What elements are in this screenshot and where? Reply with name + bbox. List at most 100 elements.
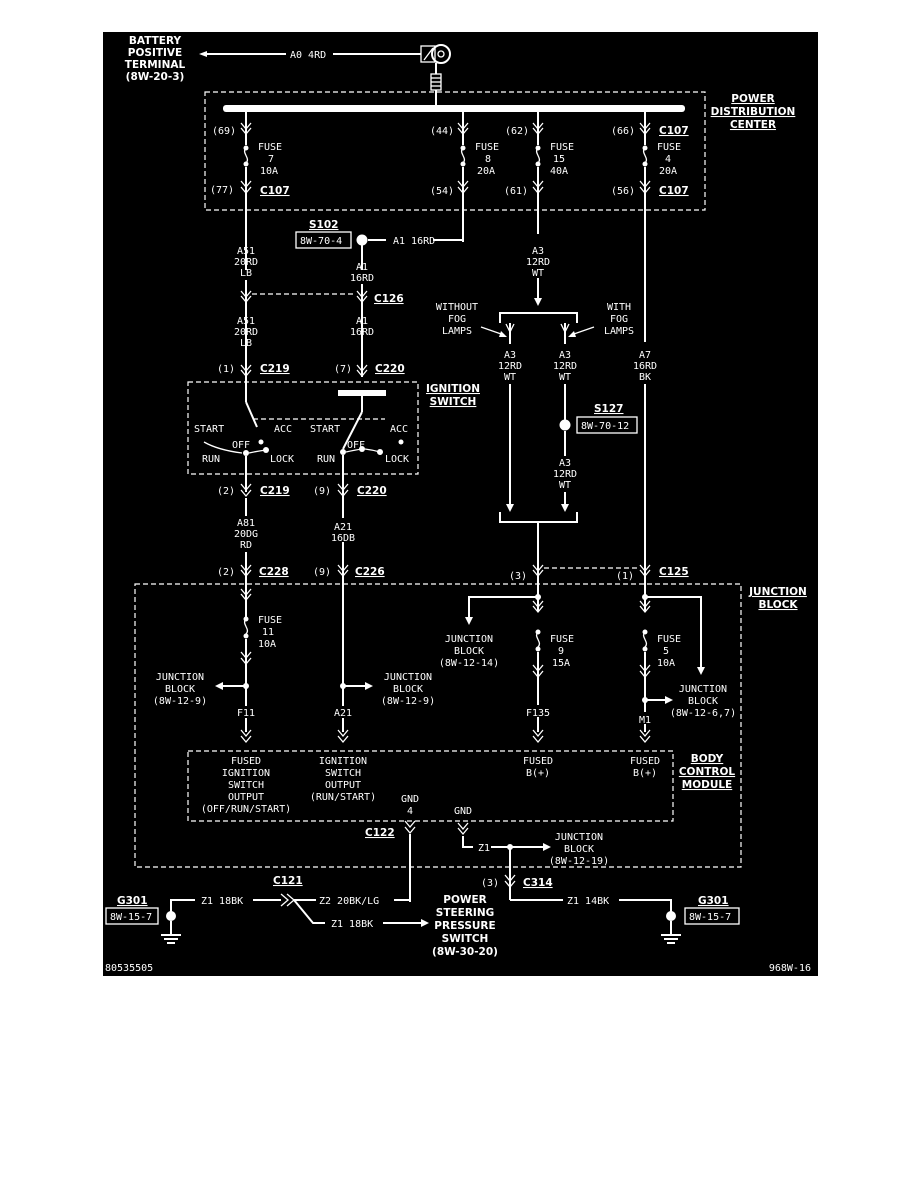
svg-text:LB: LB [240, 268, 252, 279]
svg-text:BLOCK: BLOCK [454, 646, 484, 657]
power-steering-pressure-switch-label: POWER STEERING PRESSURE SWITCH (8W-30-20… [432, 894, 498, 958]
svg-text:F11: F11 [237, 708, 255, 719]
svg-text:OFF: OFF [232, 440, 250, 451]
svg-text:(3): (3) [481, 878, 499, 889]
svg-text:11: 11 [262, 627, 274, 638]
jb-ref-left: JUNCTION BLOCK (8W-12-9) [153, 672, 207, 707]
svg-text:8W-15-7: 8W-15-7 [110, 912, 152, 923]
svg-text:C107: C107 [659, 185, 689, 197]
svg-text:(1): (1) [616, 571, 634, 582]
svg-text:(8W-12-14): (8W-12-14) [439, 658, 499, 669]
svg-text:FUSED: FUSED [523, 756, 553, 767]
svg-text:LOCK: LOCK [270, 454, 294, 465]
svg-text:9: 9 [558, 646, 564, 657]
wire-f135: F135 [526, 708, 550, 719]
svg-text:20A: 20A [659, 166, 677, 177]
bcm-pin-ignition-run-start: IGNITION SWITCH OUTPUT (RUN/START) [310, 756, 376, 803]
svg-text:A81: A81 [237, 518, 255, 529]
svg-text:S127: S127 [594, 403, 623, 415]
svg-text:10A: 10A [260, 166, 278, 177]
svg-text:GND: GND [401, 794, 419, 805]
svg-text:JUNCTION: JUNCTION [445, 634, 493, 645]
wire-a51-lower: A51 20RD LB [234, 316, 258, 349]
wire-a0: A0 4RD [290, 50, 326, 61]
junction-block-outline [134, 583, 742, 868]
wire-m1: M1 [639, 715, 651, 726]
svg-text:B(+): B(+) [526, 768, 550, 779]
svg-text:LAMPS: LAMPS [604, 326, 634, 337]
svg-text:IGNITION: IGNITION [222, 768, 270, 779]
svg-text:FUSE: FUSE [550, 634, 574, 645]
svg-text:SWITCH: SWITCH [325, 768, 361, 779]
svg-text:(61): (61) [504, 186, 528, 197]
svg-text:OUTPUT: OUTPUT [228, 792, 264, 803]
svg-text:OUTPUT: OUTPUT [325, 780, 361, 791]
svg-text:SWITCH: SWITCH [442, 933, 489, 945]
jb-ref-right: JUNCTION BLOCK (8W-12-6,7) [670, 684, 736, 719]
svg-text:(69): (69) [212, 126, 236, 137]
svg-text:CENTER: CENTER [730, 119, 776, 131]
wire-a7: A7 16RD BK [633, 350, 657, 383]
svg-text:B(+): B(+) [633, 768, 657, 779]
svg-text:7: 7 [268, 154, 274, 165]
svg-text:(8W-20-3): (8W-20-3) [126, 71, 185, 83]
svg-text:4: 4 [665, 154, 671, 165]
svg-text:12RD: 12RD [526, 257, 550, 268]
svg-text:BLOCK: BLOCK [165, 684, 195, 695]
fuse-4: (66) C107 FUSE 4 20A (56) C107 [611, 112, 689, 342]
svg-text:(8W-12-9): (8W-12-9) [381, 696, 435, 707]
svg-text:(8W-12-9): (8W-12-9) [153, 696, 207, 707]
svg-text:4: 4 [407, 806, 413, 817]
svg-text:WT: WT [504, 372, 516, 383]
svg-text:(77): (77) [210, 185, 234, 196]
connector-c125: C125 [659, 566, 689, 578]
svg-text:GND: GND [454, 806, 472, 817]
bcm-outline [187, 750, 674, 822]
svg-text:SWITCH: SWITCH [430, 396, 477, 408]
svg-text:(8W-30-20): (8W-30-20) [432, 946, 498, 958]
svg-text:20RD: 20RD [234, 327, 258, 338]
splice-s127: S127 8W-70-12 [559, 403, 638, 434]
svg-text:START: START [194, 424, 224, 435]
connector-c220-top: C220 [375, 363, 405, 375]
svg-text:BLOCK: BLOCK [393, 684, 423, 695]
svg-text:(8W-12-6,7): (8W-12-6,7) [670, 708, 736, 719]
svg-text:(8W-12-19): (8W-12-19) [549, 856, 609, 867]
wiring-diagram: BATTERY POSITIVE TERMINAL (8W-20-3) A0 4… [105, 35, 811, 974]
svg-text:16RD: 16RD [350, 327, 374, 338]
wire-a3-with: A3 12RD WT [553, 350, 577, 383]
svg-text:PRESSURE: PRESSURE [434, 920, 495, 932]
svg-text:A3: A3 [559, 350, 571, 361]
svg-text:FUSE: FUSE [657, 142, 681, 153]
svg-text:ACC: ACC [274, 424, 292, 435]
svg-text:G301: G301 [698, 895, 729, 907]
svg-text:8W-15-7: 8W-15-7 [689, 912, 731, 923]
connector-c122: C122 [365, 827, 395, 839]
svg-text:(3): (3) [509, 571, 527, 582]
svg-text:(44): (44) [430, 126, 454, 137]
ground-g301-right: G301 8W-15-7 [661, 895, 740, 944]
svg-text:FUSED: FUSED [630, 756, 660, 767]
svg-text:A3: A3 [532, 246, 544, 257]
svg-text:(RUN/START): (RUN/START) [310, 792, 376, 803]
svg-text:A3: A3 [504, 350, 516, 361]
junction-block-title: JUNCTION BLOCK [748, 586, 807, 611]
bcm-pin-fused-b-plus-1: FUSED B(+) [523, 756, 553, 779]
fuse-7: (69) FUSE 7 10A (77) C107 [210, 112, 290, 270]
svg-text:TERMINAL: TERMINAL [125, 59, 186, 71]
svg-text:IGNITION: IGNITION [426, 383, 480, 395]
svg-text:5: 5 [663, 646, 669, 657]
svg-text:LAMPS: LAMPS [442, 326, 472, 337]
svg-text:A1: A1 [356, 316, 368, 327]
svg-text:(9): (9) [313, 486, 331, 497]
svg-text:FOG: FOG [610, 314, 628, 325]
svg-text:WT: WT [532, 268, 544, 279]
svg-text:20A: 20A [477, 166, 495, 177]
battery-connector-icon [420, 44, 451, 91]
svg-text:BLOCK: BLOCK [688, 696, 718, 707]
svg-text:BLOCK: BLOCK [564, 844, 594, 855]
svg-text:POWER: POWER [731, 93, 774, 105]
svg-text:STEERING: STEERING [436, 907, 494, 919]
svg-text:(2): (2) [217, 486, 235, 497]
svg-text:(OFF/RUN/START): (OFF/RUN/START) [201, 804, 291, 815]
